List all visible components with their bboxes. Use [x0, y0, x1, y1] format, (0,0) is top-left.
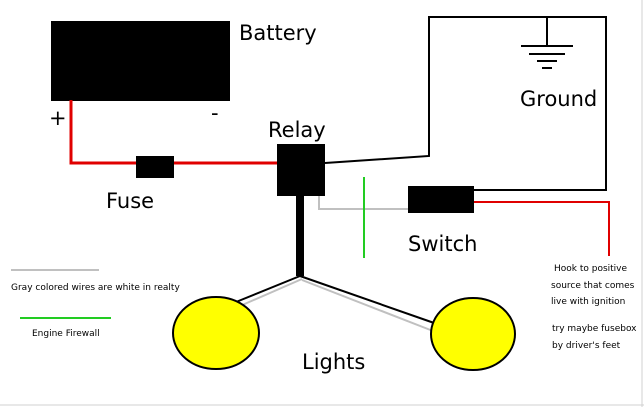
lights-label: Lights [302, 350, 365, 374]
hook-note-line-2: source that comes [551, 281, 635, 291]
switch-label: Switch [408, 232, 477, 256]
plus-label: + [49, 106, 67, 130]
left-light-gray-wire [239, 278, 303, 307]
switch-positive-wire [474, 201, 610, 256]
relay-switch-wire [318, 196, 408, 210]
minus-label: - [211, 101, 219, 125]
hook-note-line-3: live with ignition [551, 297, 625, 307]
fuse-block [136, 156, 174, 178]
ground-wire [324, 16, 607, 191]
battery-label: Battery [239, 21, 317, 45]
fuse-label: Fuse [106, 189, 154, 213]
left-light-black-wire [235, 275, 301, 303]
legend-firewall-note: Engine Firewall [32, 329, 100, 339]
try-note-line-1: try maybe fusebox [552, 324, 637, 334]
right-light-black-wire [299, 275, 438, 325]
lights-stem-wire [296, 196, 304, 276]
relay-label: Relay [268, 118, 326, 142]
left-light-icon [172, 296, 260, 370]
switch-block [408, 186, 474, 213]
battery-positive-wire [69, 100, 282, 165]
try-note-line-2: by driver's feet [552, 341, 621, 351]
relay-block [277, 144, 325, 196]
right-light-gray-wire [301, 279, 434, 332]
ground-symbol-icon [521, 17, 573, 69]
battery-block [51, 21, 230, 101]
hook-note-line-1: Hook to positive [554, 264, 628, 274]
right-light-icon [430, 297, 516, 371]
legend-gray-note: Gray colored wires are white in realty [11, 283, 180, 293]
ground-label: Ground [520, 87, 597, 111]
